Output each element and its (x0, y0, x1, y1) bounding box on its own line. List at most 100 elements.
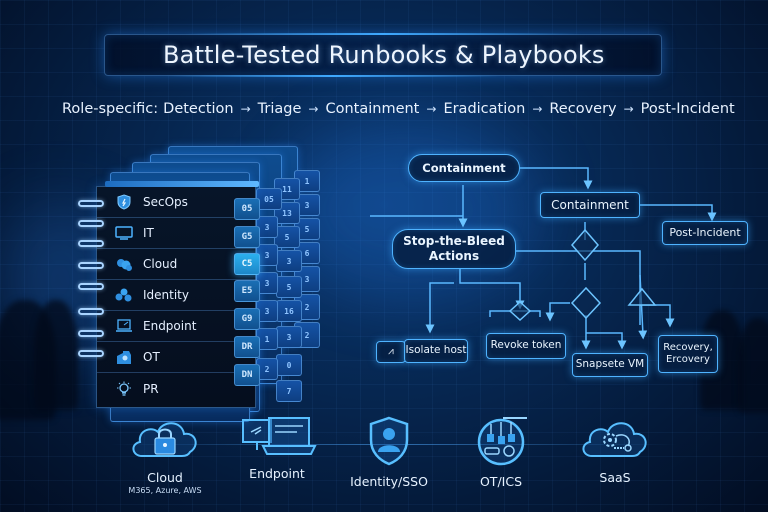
section-tab[interactable]: DN (234, 364, 260, 386)
arrow-icon: → (532, 102, 543, 116)
flow-step: Containment (325, 101, 420, 117)
devices-icon (237, 416, 317, 464)
identity-icon (115, 287, 133, 303)
binder-tab-ot[interactable]: OT (97, 342, 257, 373)
back-tab[interactable]: 3 (276, 326, 302, 348)
binder-tab-pr[interactable]: PR (97, 373, 257, 404)
binder-ring (78, 283, 104, 290)
flow-step: Eradication (443, 101, 526, 117)
back-tab[interactable]: 3 (276, 250, 302, 272)
arrow-icon: → (426, 102, 437, 116)
tab-label: Identity (143, 288, 189, 302)
section-tab[interactable]: E5 (234, 280, 260, 302)
revoke-token-node[interactable]: Revoke token (486, 333, 566, 359)
post-incident-node[interactable]: Post-Incident (662, 221, 748, 245)
back-tab[interactable]: 7 (276, 380, 302, 402)
section-tab[interactable]: 05 (234, 198, 260, 220)
cloud-icon (115, 256, 133, 272)
shield-user-icon (367, 416, 411, 470)
tab-label: SecOps (143, 195, 188, 209)
binder-tab-identity[interactable]: Identity (97, 280, 257, 311)
section-tab[interactable]: G9 (234, 308, 260, 330)
platform-divider (110, 444, 678, 445)
binder-ring (78, 350, 104, 357)
binder-ring (78, 308, 104, 315)
back-tab[interactable]: 2 (256, 358, 278, 380)
flow-step: Post-Incident (640, 101, 735, 117)
runbook-binder: 1 3 5 6 3 2 2 11 13 5 05 3 5 16 3 0 7 3 … (70, 140, 330, 422)
platform-endpoint[interactable]: Endpoint (222, 416, 332, 481)
tab-label: IT (143, 226, 154, 240)
platform-cloud[interactable]: Cloud M365, Azure, AWS (110, 416, 220, 495)
decision-triangle (627, 287, 657, 306)
shield-icon (115, 194, 133, 210)
flowchart-connectors (370, 167, 717, 350)
platform-label: SaaS (599, 470, 631, 485)
binder-ring (78, 330, 104, 337)
platform-ot-ics[interactable]: OT/ICS (446, 416, 556, 489)
binder-tab-cloud[interactable]: Cloud (97, 249, 257, 280)
platform-label: Identity/SSO (350, 474, 428, 489)
binder-ring (78, 240, 104, 247)
tab-label: Endpoint (143, 319, 197, 333)
binder-tab-secops[interactable]: SecOps (97, 187, 257, 218)
recovery-node[interactable]: Recovery, Ercovery (658, 335, 718, 373)
monitor-icon (115, 225, 133, 241)
arrow-icon: → (240, 102, 251, 116)
flow-step: Triage (257, 101, 302, 117)
back-tab[interactable]: 5 (276, 276, 302, 298)
phase-flow: Role-specific: Detection → Triage → Cont… (62, 101, 735, 117)
decision-diamond (570, 286, 602, 320)
isolate-icon-box: ⩘ (376, 341, 406, 363)
decision-diamond (508, 300, 532, 322)
section-tab[interactable]: DR (234, 336, 260, 358)
incident-flowchart: Containment Containment Post-Incident St… (370, 145, 768, 385)
arrow-icon: → (623, 102, 634, 116)
stop-bleed-line2: Actions (428, 249, 480, 263)
back-tab[interactable]: 0 (276, 354, 302, 376)
ot-icon (115, 349, 133, 365)
tab-label: Cloud (143, 257, 178, 271)
back-tab[interactable]: 3 (256, 244, 278, 266)
binder-ring (78, 220, 104, 227)
binder-ring (78, 262, 104, 269)
laptop-icon (115, 318, 133, 334)
stop-bleed-line1: Stop-the-Bleed (403, 234, 505, 248)
signal-icon: ⩘ (388, 345, 394, 357)
cloud-gear-icon (578, 416, 652, 466)
section-tab[interactable]: G5 (234, 226, 260, 248)
flow-step: Recovery (549, 101, 617, 117)
title-banner: Battle-Tested Runbooks & Playbooks (104, 33, 662, 77)
decision-diamond (571, 228, 599, 262)
background-glow (280, 120, 540, 300)
cloud-lock-icon (128, 416, 202, 466)
arrow-icon: → (308, 102, 319, 116)
person-silhouette (738, 318, 768, 413)
binder-tab-it[interactable]: IT (97, 218, 257, 249)
lightbulb-icon (115, 381, 133, 397)
tab-label: PR (143, 381, 159, 396)
tab-label: OT (143, 350, 160, 364)
platform-sublabel: M365, Azure, AWS (128, 486, 202, 495)
platform-label: Endpoint (249, 466, 305, 481)
platform-label: OT/ICS (479, 474, 523, 489)
binder-tab-endpoint[interactable]: Endpoint (97, 311, 257, 342)
back-tab[interactable]: 16 (276, 300, 302, 322)
stop-the-bleed-node[interactable]: Stop-the-Bleed Actions (392, 229, 516, 269)
platform-label: Cloud (147, 470, 183, 485)
binder-front-page: SecOps IT Cloud Identity Endpoint (96, 181, 259, 408)
isolate-host-node[interactable]: Isolate host (404, 339, 468, 363)
recovery-line2: Ercovery (666, 354, 710, 365)
snapshot-vm-node[interactable]: Snapsete VM (572, 353, 648, 377)
recovery-line1: Recovery, (663, 341, 713, 353)
page-title: Battle-Tested Runbooks & Playbooks (163, 41, 605, 69)
back-tab[interactable]: 3 (256, 272, 278, 294)
flow-step: Detection (163, 101, 234, 117)
binder-ring (78, 200, 104, 207)
containment-node[interactable]: Containment (408, 154, 520, 182)
containment-box[interactable]: Containment (540, 192, 640, 218)
platform-identity-sso[interactable]: Identity/SSO (334, 416, 444, 489)
flow-prefix: Role-specific: (62, 101, 159, 117)
section-tab-active[interactable]: C5 (234, 253, 260, 275)
platform-saas[interactable]: SaaS (560, 416, 670, 485)
